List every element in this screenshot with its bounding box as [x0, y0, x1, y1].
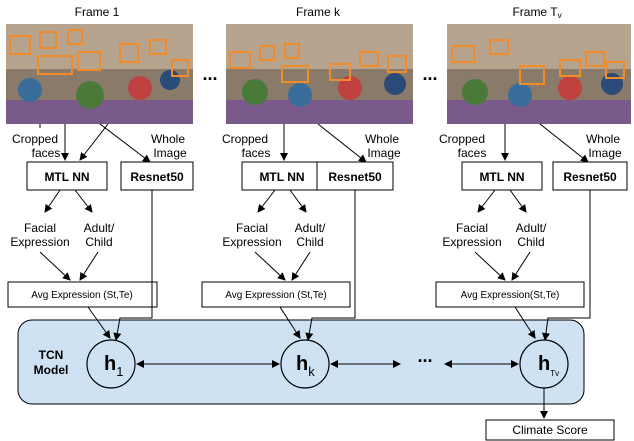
frame-k-title: Frame k: [296, 5, 341, 19]
frame-tv-title-sub: v: [558, 11, 562, 20]
resnet50-label-1: Resnet50: [130, 170, 184, 184]
resnet50-box-k: [316, 161, 394, 191]
cropped-faces-label-tb: faces: [458, 146, 487, 160]
resnet50-label-tv: Resnet50: [563, 170, 617, 184]
facial-label-1b: Expression: [10, 235, 69, 249]
mtl-nn-box-k: [241, 161, 323, 191]
hidden-node-1-label: h1: [104, 353, 123, 379]
ellipsis-frames-2: ...: [422, 64, 437, 84]
facial-label-kb: Expression: [222, 235, 281, 249]
whole-image-label-1a: Whole: [151, 132, 185, 146]
tcn-model-label: Model: [34, 363, 69, 377]
mtl-nn-label-1: MTL NN: [44, 170, 89, 184]
climate-score-box: [485, 419, 615, 441]
mtl-nn-box-tv: [461, 161, 543, 191]
avg-expression-label-tv: Avg Expression(St,Te): [461, 290, 560, 301]
cropped-faces-label-kb: faces: [242, 146, 271, 160]
column-frame-tv: Cropped faces Whole Image MTL NN Resnet5…: [435, 123, 628, 341]
facial-label-tb: Expression: [442, 235, 501, 249]
frame-k-image: [226, 24, 413, 124]
whole-image-label-ta: Whole: [586, 132, 620, 146]
hidden-node-k-label: hk: [296, 353, 315, 379]
column-frame-1: Cropped faces Whole Image MTL NN Resnet5…: [7, 123, 194, 341]
adult-label-tb: Child: [517, 235, 544, 249]
frame-tv-title-main: Frame T: [512, 5, 558, 19]
column-frame-k: Cropped faces Whole Image MTL NN Resnet5…: [201, 123, 401, 341]
adult-label-kb: Child: [296, 235, 323, 249]
frame-1-image: [6, 24, 193, 124]
resnet50-label-k: Resnet50: [328, 170, 382, 184]
mtl-nn-box-1: [26, 161, 108, 191]
adult-label-1a: Adult/: [84, 221, 115, 235]
avg-expression-label-k: Avg Expression (St,Te): [225, 290, 327, 301]
cropped-faces-label-1a: Cropped: [12, 132, 58, 146]
climate-score-label: Climate Score: [512, 423, 588, 437]
cropped-faces-label-ta: Cropped: [439, 132, 485, 146]
facial-label-ta: Facial: [456, 221, 488, 235]
hidden-node-1: [86, 339, 136, 389]
whole-image-label-1b: Image: [153, 146, 187, 160]
frame-tv-title: Frame Tv: [512, 5, 561, 20]
whole-image-label-tb: Image: [588, 146, 622, 160]
mtl-nn-label-tv: MTL NN: [479, 170, 524, 184]
hidden-node-tv-label: hTv: [538, 353, 559, 378]
avg-expression-box-1: [7, 281, 158, 308]
adult-label-1b: Child: [85, 235, 112, 249]
whole-image-label-kb: Image: [367, 146, 401, 160]
whole-image-label-ka: Whole: [365, 132, 399, 146]
resnet50-box-1: [120, 161, 194, 191]
adult-label-ta: Adult/: [516, 221, 547, 235]
adult-label-ka: Adult/: [295, 221, 326, 235]
frame-tv-image: [447, 24, 631, 124]
tcn-label: TCN: [39, 348, 64, 362]
ellipsis-frames-1: ...: [202, 64, 217, 84]
mtl-nn-label-k: MTL NN: [259, 170, 304, 184]
hidden-node-k: [280, 339, 330, 389]
frame-1-title: Frame 1: [75, 5, 120, 19]
avg-expression-box-tv: [435, 281, 585, 308]
avg-expression-box-k: [201, 281, 351, 308]
cropped-faces-label-ka: Cropped: [222, 132, 268, 146]
facial-label-ka: Facial: [236, 221, 268, 235]
cropped-faces-label-1b: faces: [32, 146, 61, 160]
ellipsis-nodes: ...: [417, 346, 432, 366]
resnet50-box-tv: [552, 161, 628, 191]
facial-label-1a: Facial: [24, 221, 56, 235]
avg-expression-label-1: Avg Expression (St,Te): [31, 290, 133, 301]
